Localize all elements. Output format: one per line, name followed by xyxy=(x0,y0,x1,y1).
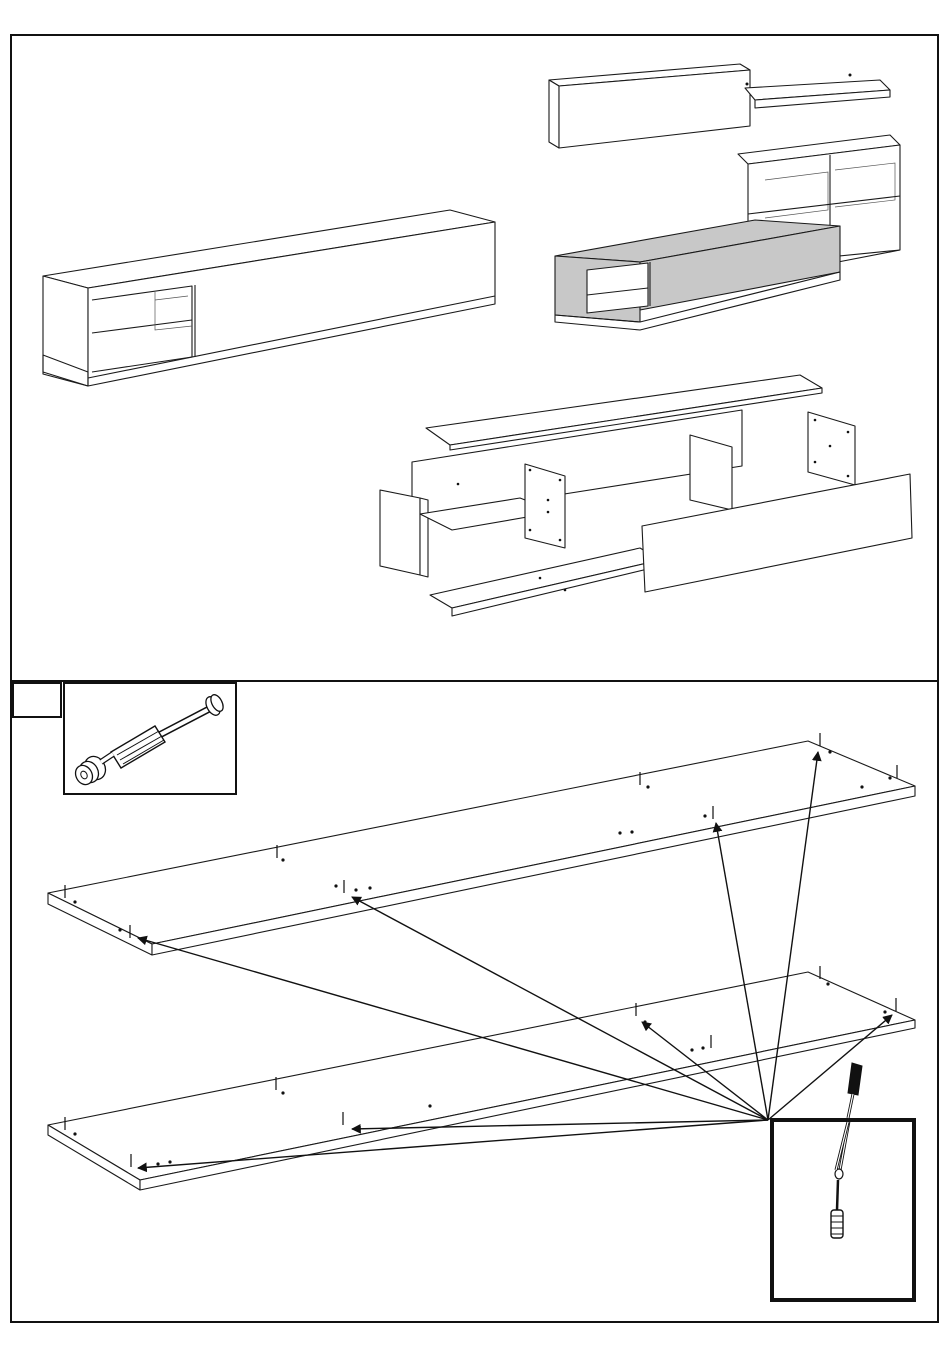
step-number-box xyxy=(12,682,62,718)
wall-unit-composition xyxy=(549,64,900,330)
step-number xyxy=(14,684,60,716)
exploded-parts-view xyxy=(380,375,912,616)
assembled-tv-cabinet xyxy=(43,210,495,386)
screwdriver-icon xyxy=(774,1122,912,1298)
screwdriver-detail-box xyxy=(770,1118,916,1302)
cam-dowel-detail-box xyxy=(63,682,237,795)
cam-dowel-icon xyxy=(65,684,235,793)
